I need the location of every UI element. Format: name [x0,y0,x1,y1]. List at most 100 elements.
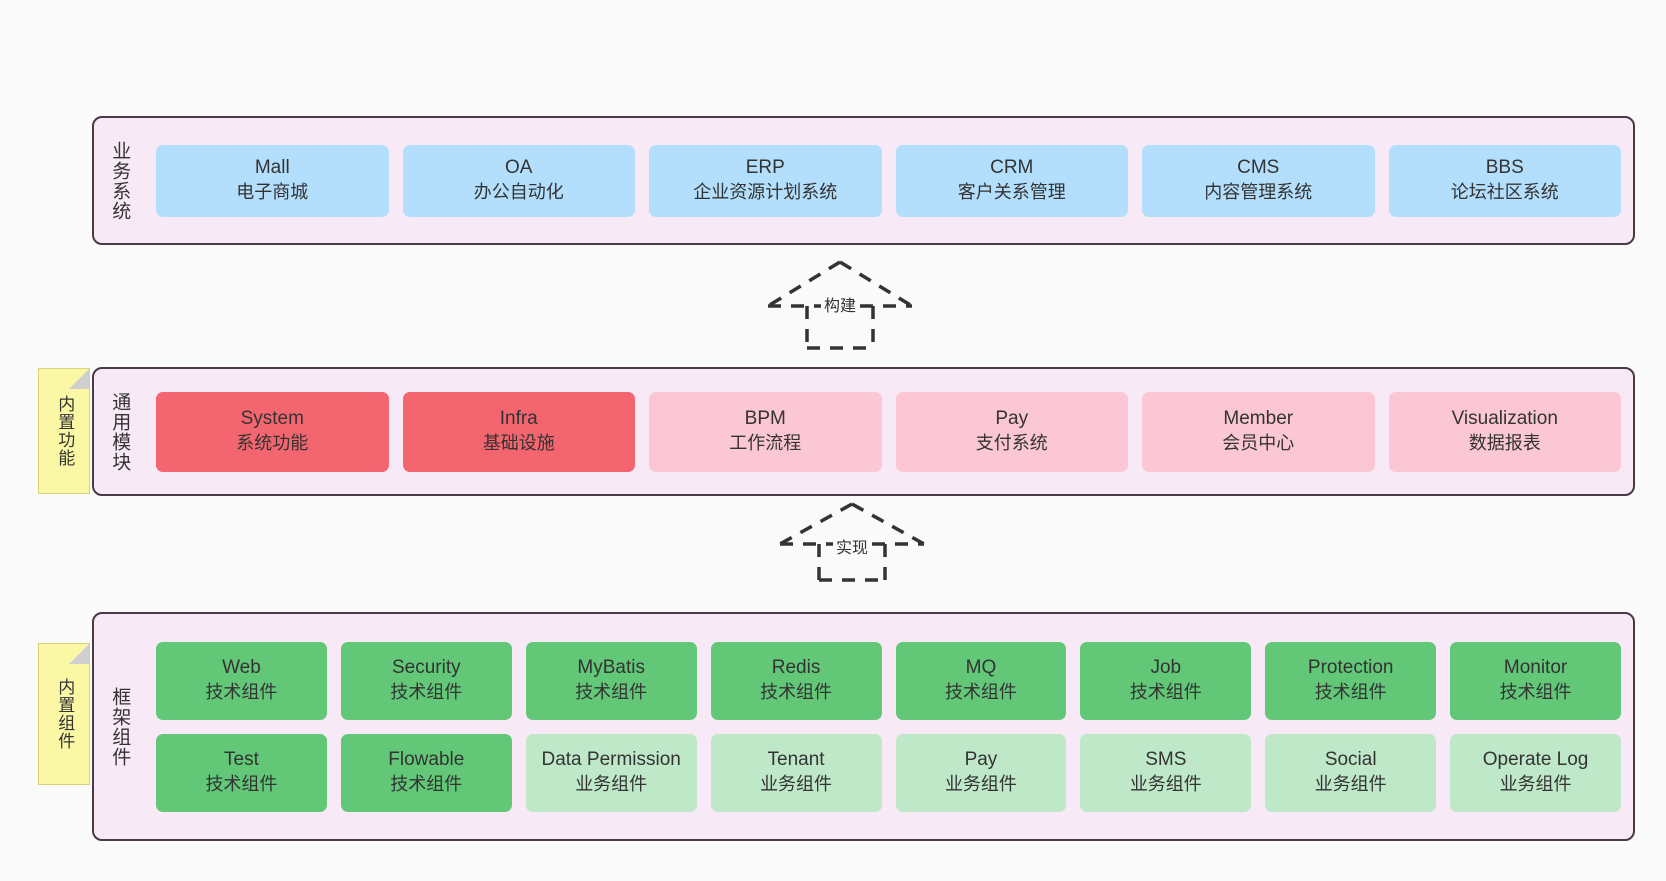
framework-component-card-name: Flowable [388,749,465,771]
framework-component-card-name: Tenant [767,749,825,771]
layer-title-framework-components: 框架组件 [109,686,131,767]
business-systems-row: Mall 电子商城 OA 办公自动化 ERP 企业资源计划系统 CRM 客户关系管理 CMS 内容… [156,144,1621,217]
framework-component-card-desc: 业务组件 [944,774,1017,795]
framework-component-card[interactable]: Job 技术组件 [1080,641,1252,720]
framework-component-card[interactable]: Web 技术组件 [156,641,327,720]
framework-component-card-desc: 技术组件 [1314,682,1387,703]
common-module-card-name: Visualization [1451,408,1558,430]
framework-component-card[interactable]: Data Permission 业务组件 [525,733,697,812]
common-module-card-name: Pay [995,408,1029,430]
framework-component-card-desc: 业务组件 [760,774,833,795]
business-system-card-name: Mall [254,157,290,179]
framework-component-card-name: Web [222,657,261,679]
framework-component-card[interactable]: Pay 业务组件 [895,733,1067,812]
business-system-card-desc: 电子商城 [236,182,309,203]
framework-component-card-name: Redis [771,657,821,679]
framework-component-card-desc: 技术组件 [575,682,648,703]
framework-component-card-name: Data Permission [541,749,681,771]
framework-component-card-name: Protection [1307,657,1394,679]
common-module-card-desc: 系统功能 [236,433,309,454]
framework-component-card-name: Test [224,749,259,771]
layer-title-common-modules: 通用模块 [109,391,131,472]
business-system-card[interactable]: OA 办公自动化 [402,144,635,217]
framework-component-card-name: MQ [965,657,997,679]
business-system-card-name: BBS [1485,157,1524,179]
framework-component-card-name: Operate Log [1482,749,1589,771]
business-system-card-desc: 办公自动化 [473,182,564,203]
common-module-card[interactable]: Pay 支付系统 [895,391,1128,472]
layer-business-systems: 业务系统 Mall 电子商城 OA 办公自动化 ERP 企业资源计划系统 CRM 客户关系管理… [92,116,1635,245]
framework-component-card-desc: 技术组件 [390,682,463,703]
common-module-card-name: BPM [744,408,786,430]
framework-component-card[interactable]: Monitor 技术组件 [1450,641,1621,720]
arrow-realize: 实现 [772,500,932,582]
business-system-card-desc: 企业资源计划系统 [693,182,838,203]
framework-component-card[interactable]: Test 技术组件 [156,733,327,812]
framework-component-card-desc: 业务组件 [575,774,648,795]
common-module-card-name: Infra [499,408,538,430]
common-module-card[interactable]: BPM 工作流程 [649,391,882,472]
common-module-card-desc: 基础设施 [482,433,555,454]
business-system-card-desc: 内容管理系统 [1204,182,1313,203]
framework-component-card-name: Pay [964,749,998,771]
framework-component-card-name: MyBatis [577,657,645,679]
common-module-card[interactable]: Infra 基础设施 [402,391,635,472]
arrow-realize-label: 实现 [832,534,872,558]
framework-component-card[interactable]: MyBatis 技术组件 [525,641,697,720]
business-system-card-name: CRM [990,157,1034,179]
arrow-build: 构建 [760,258,920,350]
common-module-card-desc: 支付系统 [975,433,1048,454]
framework-component-card-desc: 业务组件 [1314,774,1387,795]
framework-component-card-desc: 技术组件 [1129,682,1202,703]
framework-component-card-name: Monitor [1503,657,1568,679]
layer-common-modules: 通用模块 System 系统功能 Infra 基础设施 BPM 工作流程 Pay 支付系统 Me… [92,367,1635,496]
framework-component-card-desc: 技术组件 [1499,682,1572,703]
framework-component-card-desc: 业务组件 [1499,774,1572,795]
common-module-card-desc: 数据报表 [1468,433,1541,454]
business-system-card-name: CMS [1237,157,1280,179]
note-builtin-components: 内置组件 [38,643,90,785]
framework-component-card-name: Job [1150,657,1182,679]
framework-component-card[interactable]: SMS 业务组件 [1080,733,1252,812]
framework-component-card[interactable]: Protection 技术组件 [1265,641,1437,720]
common-module-card-desc: 工作流程 [729,433,802,454]
framework-component-card[interactable]: Flowable 技术组件 [340,733,512,812]
framework-component-card-name: SMS [1145,749,1187,771]
business-system-card-name: ERP [745,157,785,179]
common-module-card[interactable]: Visualization 数据报表 [1388,391,1621,472]
common-module-card-desc: 会员中心 [1222,433,1295,454]
framework-component-card[interactable]: MQ 技术组件 [895,641,1067,720]
framework-component-card-desc: 技术组件 [944,682,1017,703]
framework-component-card-desc: 业务组件 [1129,774,1202,795]
framework-component-card-desc: 技术组件 [390,774,463,795]
layer-body-common-modules: System 系统功能 Infra 基础设施 BPM 工作流程 Pay 支付系统 Member 会… [144,369,1633,494]
framework-component-card[interactable]: Tenant 业务组件 [710,733,882,812]
business-system-card[interactable]: CMS 内容管理系统 [1142,144,1375,217]
framework-component-card[interactable]: Redis 技术组件 [710,641,882,720]
common-module-card[interactable]: System 系统功能 [156,391,389,472]
common-module-card-name: System [240,408,304,430]
framework-component-card-desc: 技术组件 [205,682,278,703]
arrow-build-label: 构建 [820,292,860,316]
business-system-card[interactable]: ERP 企业资源计划系统 [649,144,882,217]
framework-component-card-desc: 技术组件 [205,774,278,795]
common-modules-row: System 系统功能 Infra 基础设施 BPM 工作流程 Pay 支付系统 Member 会… [156,391,1621,472]
business-system-card[interactable]: Mall 电子商城 [156,144,389,217]
business-system-card-desc: 客户关系管理 [957,182,1066,203]
business-system-card-name: OA [505,157,533,179]
common-module-card[interactable]: Member 会员中心 [1142,391,1375,472]
framework-component-card[interactable]: Operate Log 业务组件 [1450,733,1621,812]
common-module-card-name: Member [1223,408,1294,430]
note-builtin-components-label: 内置组件 [55,678,75,750]
note-builtin-functions-label: 内置功能 [55,395,75,467]
framework-component-card-desc: 技术组件 [760,682,833,703]
layer-title-business-systems: 业务系统 [109,140,131,221]
business-system-card[interactable]: CRM 客户关系管理 [895,144,1128,217]
